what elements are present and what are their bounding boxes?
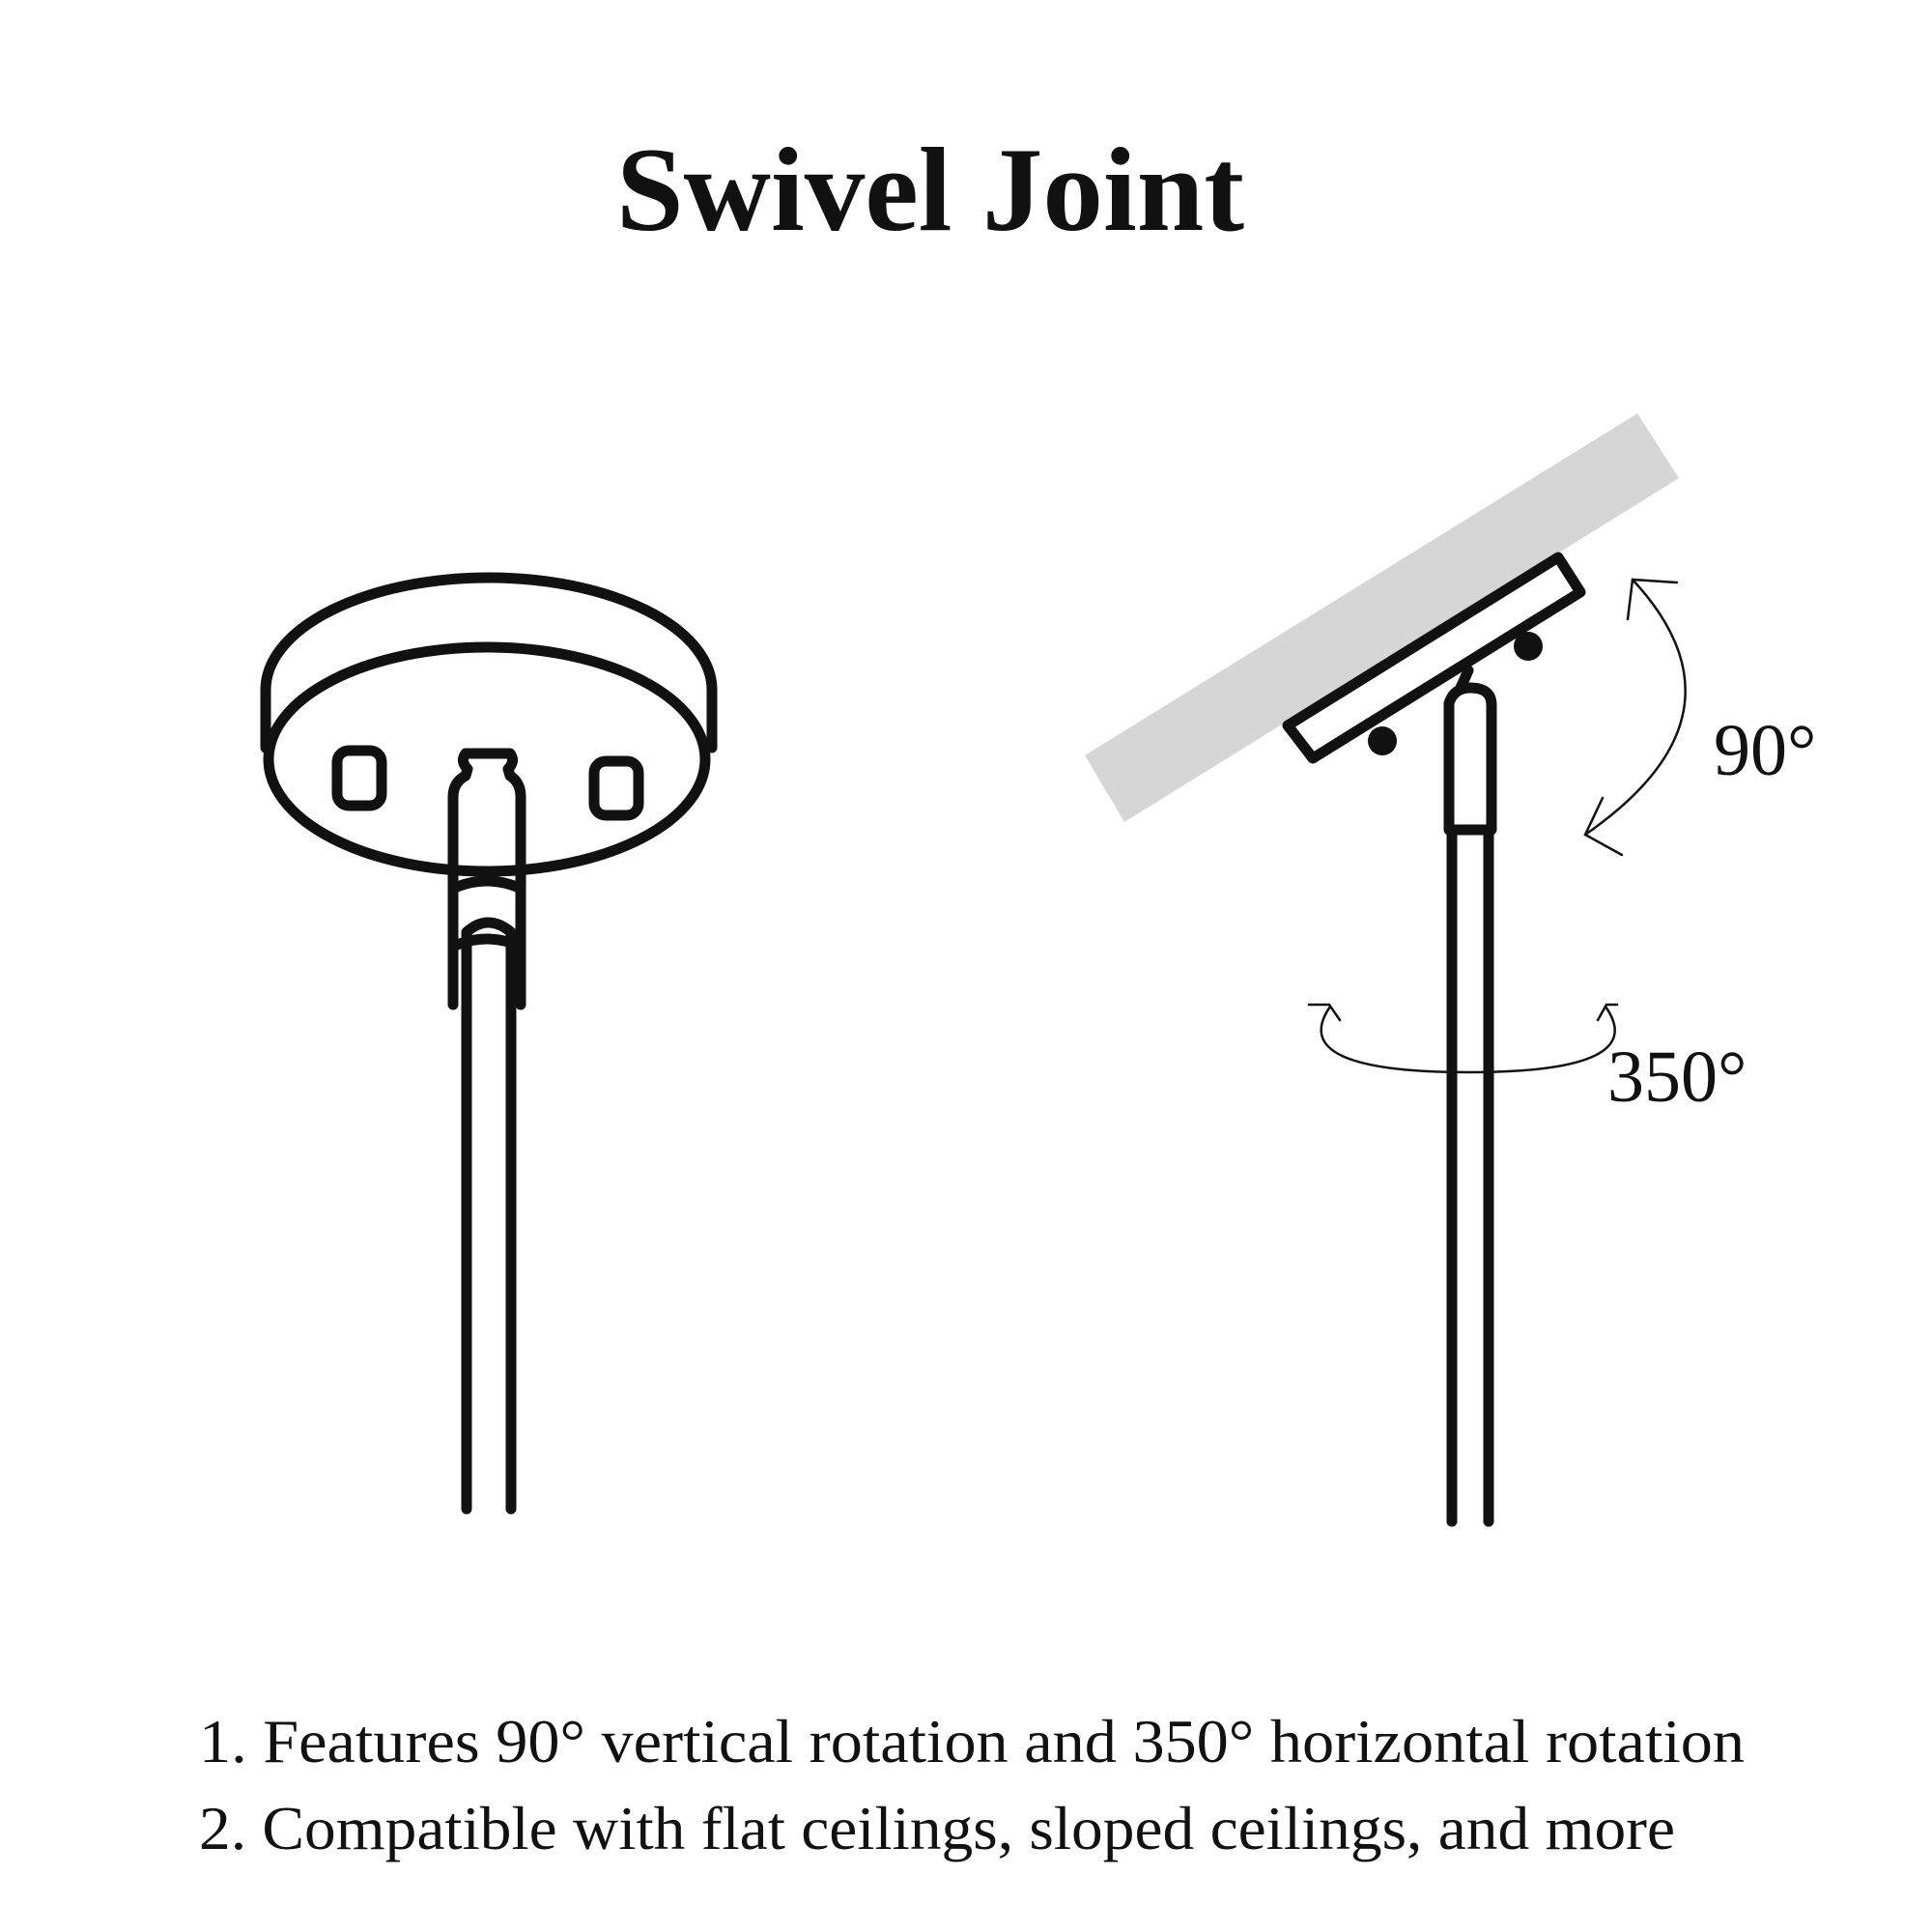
bracket-screw-left	[1368, 726, 1397, 755]
mounting-screw-right	[588, 755, 644, 821]
flat-ceiling-canopy-illustration	[260, 572, 718, 1515]
mounting-screw-left	[331, 745, 387, 811]
horizontal-rotation-arrow-icon	[1307, 1003, 1619, 1074]
rod-connector	[447, 748, 526, 1010]
horizontal-rotation-label: 350°	[1607, 1037, 1747, 1118]
bracket-screw-right	[1514, 632, 1543, 661]
feature-item-2: 2. Compatible with flat ceilings, sloped…	[199, 1794, 1675, 1862]
feature-item-1: 1. Features 90° vertical rotation and 35…	[199, 1707, 1745, 1776]
sloped-ceiling	[1085, 413, 1679, 822]
page-title: Swivel Joint	[616, 124, 1244, 256]
vertical-rotation-label: 90°	[1714, 710, 1816, 791]
swivel-bracket	[1282, 552, 1586, 764]
sloped-ceiling-swivel-illustration: 90° 350°	[1085, 413, 1816, 1527]
vertical-rotation-arrow-icon	[1583, 578, 1687, 857]
